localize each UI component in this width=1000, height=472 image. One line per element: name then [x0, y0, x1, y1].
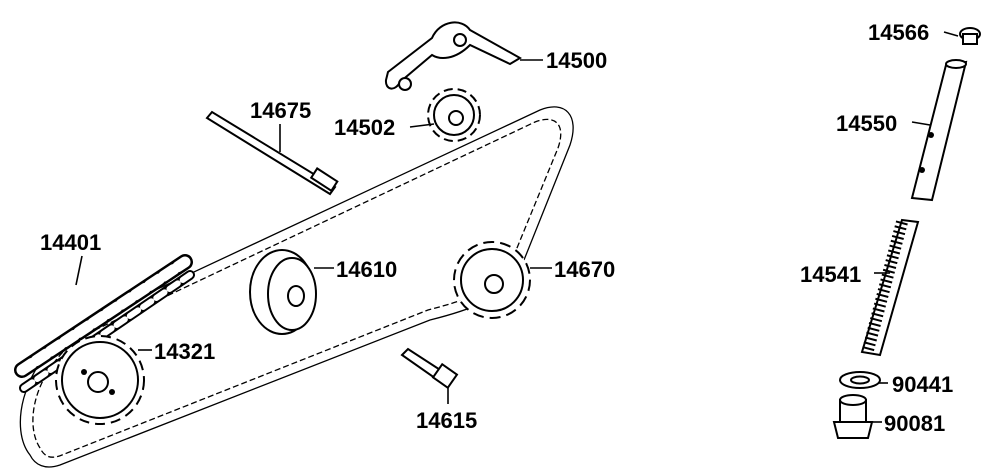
part-labels: 14500 14502 14675 14401 14610 14670 1432…: [40, 20, 953, 436]
shaft-bolt: [205, 110, 339, 196]
tensioner-cap: [959, 27, 981, 45]
drain-plug: [832, 394, 874, 439]
label-14550: 14550: [836, 111, 897, 136]
crank-sprocket: [55, 335, 145, 425]
chain-guide-roller: [249, 249, 317, 335]
drive-chain: [14, 254, 195, 393]
label-14675: 14675: [250, 98, 311, 123]
label-14670: 14670: [554, 257, 615, 282]
tensioner-spring: [860, 218, 920, 357]
tensioner-tube: [910, 59, 968, 202]
guide-bracket: [384, 21, 522, 91]
sealing-washer: [839, 371, 881, 389]
label-14566: 14566: [868, 20, 929, 45]
label-14401: 14401: [40, 230, 101, 255]
tensioner-sprocket: [453, 241, 531, 319]
leader-lines: [75, 31, 959, 423]
upper-guide-sprocket: [427, 88, 481, 142]
label-14321: 14321: [154, 339, 215, 364]
label-14541: 14541: [800, 262, 861, 287]
pivot-bolt: [400, 347, 459, 390]
label-14500: 14500: [546, 48, 607, 73]
label-90441: 90441: [892, 372, 953, 397]
label-14610: 14610: [336, 257, 397, 282]
label-14615: 14615: [416, 408, 477, 433]
label-14502: 14502: [334, 115, 395, 140]
label-90081: 90081: [884, 411, 945, 436]
